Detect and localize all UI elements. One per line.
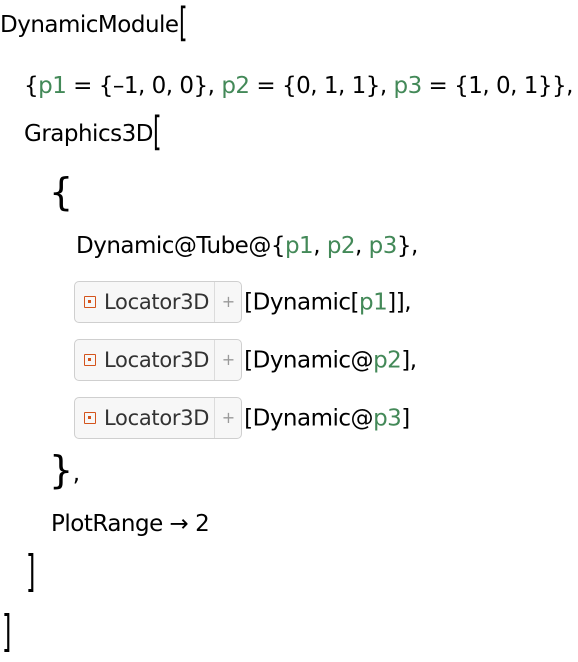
locator-icon	[84, 296, 96, 308]
comma: ,	[72, 461, 80, 487]
rule-arrow: →	[162, 511, 196, 537]
chip-main: Locator3D	[75, 282, 216, 322]
separator: ,	[355, 233, 369, 259]
option-value: 2	[195, 511, 210, 537]
expand-plus-icon[interactable]: +	[221, 408, 235, 427]
variable-p3: p3	[393, 73, 422, 99]
close-bracket-dynamicmodule: ]	[2, 606, 12, 657]
variable-p3: p3	[373, 405, 402, 432]
locator-icon	[84, 354, 96, 366]
chip-main: Locator3D	[75, 398, 216, 438]
code-line-close-list: },	[49, 448, 80, 492]
variable-p1: p1	[38, 73, 67, 99]
code-line-graphics3d: Graphics3D[	[24, 109, 168, 155]
locator3d-chip[interactable]: Locator3D +	[74, 339, 243, 381]
locator-icon	[84, 412, 96, 424]
value-p1: = {–1, 0, 0},	[66, 73, 222, 99]
open-brace: {	[49, 170, 73, 214]
variable-p2: p2	[221, 73, 250, 99]
open-bracket: [	[178, 0, 188, 46]
locator-args-post: ]],	[387, 289, 412, 316]
code-line-locator-3: Locator3D + [Dynamic@p3]	[74, 397, 410, 440]
open-brace: {	[24, 73, 39, 99]
function-name: DynamicModule	[0, 12, 179, 38]
chip-label: Locator3D	[104, 290, 210, 314]
value-p2: = {0, 1, 1},	[249, 73, 394, 99]
locator-args-pre: [Dynamic[	[244, 289, 360, 316]
variable-p3: p3	[368, 233, 398, 259]
code-line-variables: {p1 = {–1, 0, 0}, p2 = {0, 1, 1}, p3 = {…	[24, 71, 573, 101]
close-brace: }	[49, 448, 73, 492]
code-line-open-list: {	[49, 170, 73, 214]
chip-main: Locator3D	[75, 340, 216, 380]
locator-args-pre: [Dynamic@	[244, 405, 374, 432]
close-bracket-graphics3d: ]	[26, 546, 36, 597]
variable-p1: p1	[284, 233, 314, 259]
code-line-tube: Dynamic@Tube@{p1, p2, p3},	[76, 231, 418, 261]
value-p3: = {1, 0, 1}},	[421, 73, 574, 99]
expand-plus-icon[interactable]: +	[221, 350, 235, 369]
code-line-locator-1: Locator3D + [Dynamic[p1]],	[74, 281, 412, 324]
code-line-dynamicmodule: DynamicModule[	[0, 0, 194, 46]
locator3d-chip[interactable]: Locator3D +	[74, 397, 243, 439]
tube-prefix: Dynamic@Tube@{	[76, 233, 285, 259]
code-line-plotrange: PlotRange → 2	[51, 509, 210, 539]
separator: ,	[313, 233, 327, 259]
locator-args-post: ],	[401, 347, 417, 374]
chip-label: Locator3D	[104, 406, 210, 430]
open-bracket: [	[152, 109, 162, 155]
locator-args-pre: [Dynamic@	[244, 347, 374, 374]
code-line-locator-2: Locator3D + [Dynamic@p2],	[74, 339, 417, 382]
variable-p2: p2	[326, 233, 356, 259]
expand-plus-icon[interactable]: +	[221, 292, 235, 311]
option-name: PlotRange	[51, 511, 163, 537]
chip-label: Locator3D	[104, 348, 210, 372]
tube-suffix: },	[396, 233, 418, 259]
function-name: Graphics3D	[24, 121, 153, 147]
variable-p2: p2	[373, 347, 402, 374]
locator3d-chip[interactable]: Locator3D +	[74, 281, 243, 323]
variable-p1: p1	[359, 289, 388, 316]
locator-args-post: ]	[401, 405, 410, 432]
